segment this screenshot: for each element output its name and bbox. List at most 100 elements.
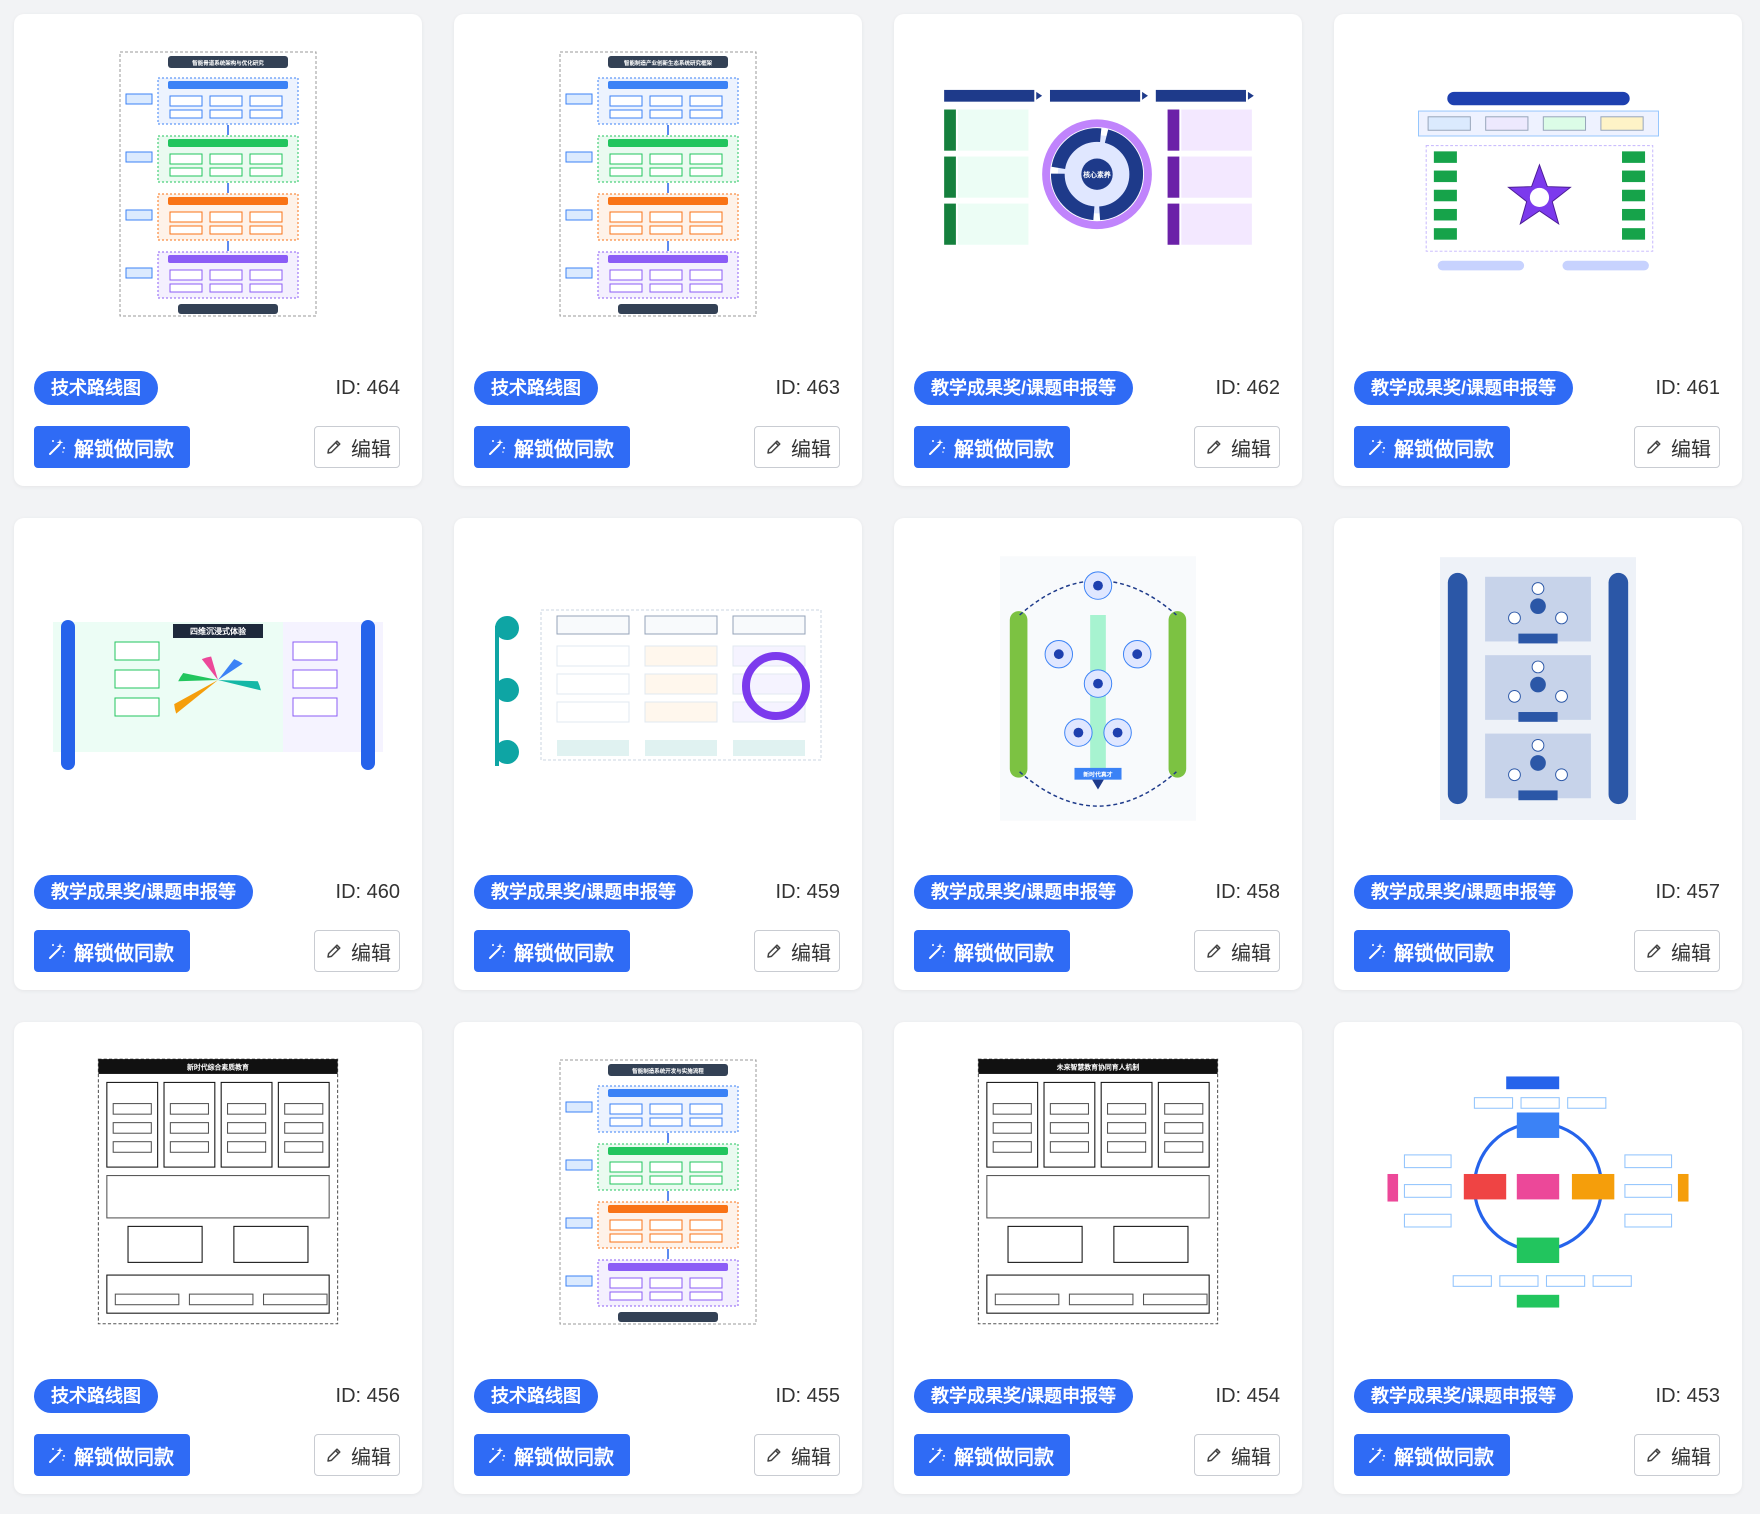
sparkle-wand-icon: [1366, 436, 1388, 458]
template-id: ID: 456: [335, 1384, 400, 1407]
template-id: ID: 464: [335, 376, 400, 399]
edit-button[interactable]: 编辑: [314, 930, 400, 972]
template-thumbnail[interactable]: [1334, 14, 1742, 354]
template-card[interactable]: 四维沉浸式体验 教学成果奖/课题申报等 ID: 460 解锁做同款 编辑: [14, 518, 422, 990]
unlock-make-same-button[interactable]: 解锁做同款: [34, 930, 190, 972]
thumbnail-diagram: 核心素养: [944, 89, 1254, 245]
template-card[interactable]: 智能骨道系统架构与优化研究 技术路线图 ID: 464 解锁做同款 编辑: [14, 14, 422, 486]
card-actions: 解锁做同款 编辑: [474, 1434, 840, 1476]
unlock-make-same-button[interactable]: 解锁做同款: [34, 1434, 190, 1476]
svg-text:核心素养: 核心素养: [1083, 170, 1111, 179]
edit-label: 编辑: [351, 942, 391, 965]
unlock-label: 解锁做同款: [74, 438, 174, 461]
edit-label: 编辑: [1231, 1446, 1271, 1469]
edit-button[interactable]: 编辑: [754, 1434, 840, 1476]
template-thumbnail[interactable]: 智能制造系统开发与实施流程: [454, 1022, 862, 1362]
unlock-label: 解锁做同款: [74, 1446, 174, 1469]
card-meta: 技术路线图 ID: 463: [474, 368, 840, 408]
unlock-label: 解锁做同款: [1394, 1446, 1494, 1469]
unlock-label: 解锁做同款: [954, 438, 1054, 461]
edit-button[interactable]: 编辑: [1634, 930, 1720, 972]
category-tag: 教学成果奖/课题申报等: [1354, 371, 1573, 405]
sparkle-wand-icon: [46, 436, 68, 458]
card-meta: 教学成果奖/课题申报等 ID: 453: [1354, 1376, 1720, 1416]
template-card[interactable]: 教学成果奖/课题申报等 ID: 459 解锁做同款 编辑: [454, 518, 862, 990]
category-tag: 教学成果奖/课题申报等: [1354, 875, 1573, 909]
card-actions: 解锁做同款 编辑: [34, 930, 400, 972]
thumbnail-diagram: 智能骨道系统架构与优化研究: [119, 51, 317, 317]
pencil-icon: [323, 1444, 345, 1466]
card-meta: 技术路线图 ID: 464: [34, 368, 400, 408]
card-meta: 技术路线图 ID: 456: [34, 1376, 400, 1416]
template-card[interactable]: 教学成果奖/课题申报等 ID: 457 解锁做同款 编辑: [1334, 518, 1742, 990]
template-thumbnail[interactable]: [454, 518, 862, 858]
edit-button[interactable]: 编辑: [1634, 1434, 1720, 1476]
template-thumbnail[interactable]: 核心素养: [894, 14, 1302, 354]
card-actions: 解锁做同款 编辑: [914, 930, 1280, 972]
template-id: ID: 457: [1655, 880, 1720, 903]
template-card[interactable]: 新时代真才 教学成果奖/课题申报等 ID: 458 解锁做同款 编辑: [894, 518, 1302, 990]
category-tag: 教学成果奖/课题申报等: [914, 1379, 1133, 1413]
card-actions: 解锁做同款 编辑: [1354, 1434, 1720, 1476]
template-thumbnail[interactable]: [1334, 1022, 1742, 1362]
template-thumbnail[interactable]: 新时代真才: [894, 518, 1302, 858]
template-id: ID: 461: [1655, 376, 1720, 399]
card-actions: 解锁做同款 编辑: [1354, 426, 1720, 468]
template-card[interactable]: 教学成果奖/课题申报等 ID: 453 解锁做同款 编辑: [1334, 1022, 1742, 1494]
sparkle-wand-icon: [1366, 1444, 1388, 1466]
card-meta: 教学成果奖/课题申报等 ID: 454: [914, 1376, 1280, 1416]
template-id: ID: 455: [775, 1384, 840, 1407]
sparkle-wand-icon: [486, 436, 508, 458]
card-actions: 解锁做同款 编辑: [34, 426, 400, 468]
sparkle-wand-icon: [46, 940, 68, 962]
template-card[interactable]: 核心素养 教学成果奖/课题申报等 ID: 462 解锁做同款 编辑: [894, 14, 1302, 486]
template-card[interactable]: 教学成果奖/课题申报等 ID: 461 解锁做同款 编辑: [1334, 14, 1742, 486]
unlock-make-same-button[interactable]: 解锁做同款: [474, 1434, 630, 1476]
template-card[interactable]: 智能制造系统开发与实施流程 技术路线图 ID: 455 解锁做同款 编辑: [454, 1022, 862, 1494]
edit-button[interactable]: 编辑: [754, 930, 840, 972]
template-thumbnail[interactable]: 新时代综合素质教育: [14, 1022, 422, 1362]
template-id: ID: 458: [1215, 880, 1280, 903]
edit-label: 编辑: [351, 438, 391, 461]
unlock-make-same-button[interactable]: 解锁做同款: [1354, 426, 1510, 468]
svg-text:未来智慧教育协同育人机制: 未来智慧教育协同育人机制: [1056, 1062, 1140, 1071]
edit-button[interactable]: 编辑: [1194, 426, 1280, 468]
unlock-make-same-button[interactable]: 解锁做同款: [1354, 1434, 1510, 1476]
card-actions: 解锁做同款 编辑: [1354, 930, 1720, 972]
unlock-make-same-button[interactable]: 解锁做同款: [474, 426, 630, 468]
card-meta: 教学成果奖/课题申报等 ID: 460: [34, 872, 400, 912]
template-thumbnail[interactable]: 智能骨道系统架构与优化研究: [14, 14, 422, 354]
template-card[interactable]: 未来智慧教育协同育人机制 教学成果奖/课题申报等 ID: 454 解锁做同款 编…: [894, 1022, 1302, 1494]
edit-button[interactable]: 编辑: [1634, 426, 1720, 468]
template-card[interactable]: 新时代综合素质教育 技术路线图 ID: 456 解锁做同款 编辑: [14, 1022, 422, 1494]
template-id: ID: 463: [775, 376, 840, 399]
unlock-make-same-button[interactable]: 解锁做同款: [914, 930, 1070, 972]
unlock-label: 解锁做同款: [1394, 438, 1494, 461]
edit-button[interactable]: 编辑: [754, 426, 840, 468]
unlock-make-same-button[interactable]: 解锁做同款: [914, 426, 1070, 468]
svg-text:新时代真才: 新时代真才: [1083, 770, 1113, 778]
card-actions: 解锁做同款 编辑: [474, 426, 840, 468]
edit-button[interactable]: 编辑: [314, 1434, 400, 1476]
template-thumbnail[interactable]: 四维沉浸式体验: [14, 518, 422, 858]
unlock-make-same-button[interactable]: 解锁做同款: [34, 426, 190, 468]
edit-label: 编辑: [1231, 942, 1271, 965]
card-meta: 教学成果奖/课题申报等 ID: 457: [1354, 872, 1720, 912]
edit-button[interactable]: 编辑: [1194, 930, 1280, 972]
thumbnail-diagram: 智能制造产业创新生态系统研究框架: [559, 51, 757, 317]
sparkle-wand-icon: [926, 436, 948, 458]
category-tag: 教学成果奖/课题申报等: [914, 371, 1133, 405]
category-tag: 技术路线图: [474, 1379, 598, 1413]
edit-button[interactable]: 编辑: [1194, 1434, 1280, 1476]
thumbnail-diagram: [1387, 1076, 1689, 1308]
template-thumbnail[interactable]: 智能制造产业创新生态系统研究框架: [454, 14, 862, 354]
template-id: ID: 460: [335, 880, 400, 903]
unlock-make-same-button[interactable]: 解锁做同款: [474, 930, 630, 972]
template-thumbnail[interactable]: [1334, 518, 1742, 858]
template-thumbnail[interactable]: 未来智慧教育协同育人机制: [894, 1022, 1302, 1362]
unlock-make-same-button[interactable]: 解锁做同款: [1354, 930, 1510, 972]
edit-button[interactable]: 编辑: [314, 426, 400, 468]
template-card[interactable]: 智能制造产业创新生态系统研究框架 技术路线图 ID: 463 解锁做同款 编辑: [454, 14, 862, 486]
unlock-make-same-button[interactable]: 解锁做同款: [914, 1434, 1070, 1476]
svg-text:四维沉浸式体验: 四维沉浸式体验: [190, 626, 247, 636]
